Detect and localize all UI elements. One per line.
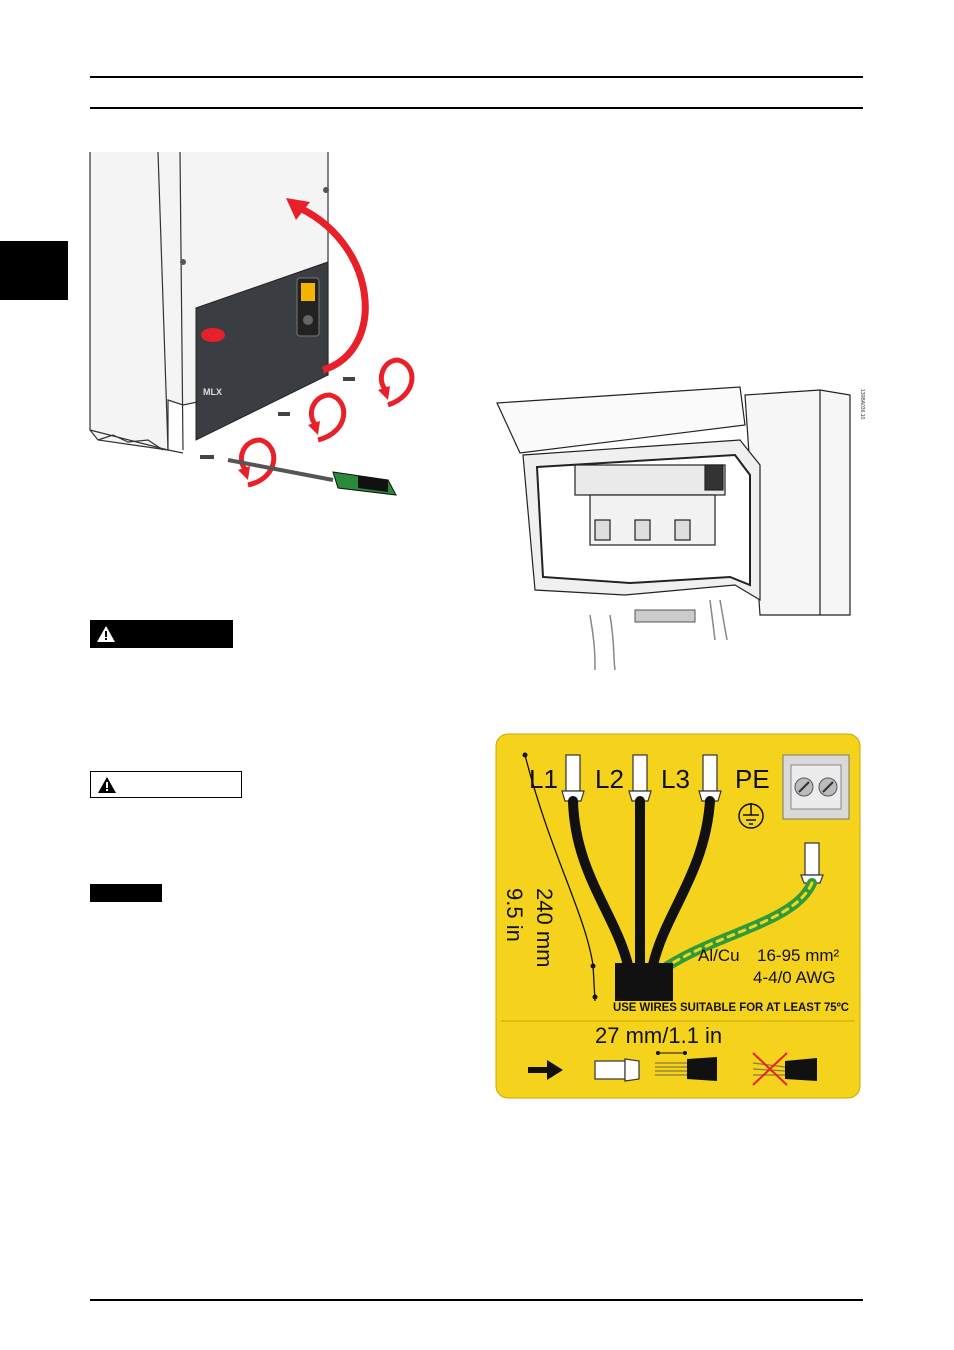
notice-label	[90, 884, 162, 902]
screwdriver-icon	[227, 458, 397, 496]
warning-triangle-icon	[97, 626, 115, 642]
brand-logo	[201, 328, 225, 342]
front-badge: MLX	[203, 387, 222, 397]
terminal-compartment-figure: 130BA036.10	[496, 386, 865, 670]
ferrule-side-icon	[594, 1058, 640, 1082]
terminal-L3: L3	[661, 764, 690, 794]
stripped-wire-icon	[655, 1051, 717, 1081]
header-top-rule	[90, 76, 863, 78]
cross-section: 16-95 mm²	[757, 946, 840, 965]
material: Al/Cu	[698, 946, 740, 965]
header-bottom-rule	[90, 107, 863, 109]
danger-label	[90, 620, 233, 648]
warning-label	[90, 771, 242, 798]
no-bare-wire-icon	[752, 1052, 817, 1086]
length-indicator	[524, 754, 596, 1002]
strip-length: 27 mm/1.1 in	[595, 1023, 722, 1048]
label-background	[495, 733, 861, 1099]
inverter-cover-removal-figure: MLX	[89, 151, 415, 496]
terminal-PE: PE	[735, 764, 770, 794]
lift-arrow-icon	[291, 201, 369, 374]
ground-icon	[738, 803, 764, 829]
temperature-note: USE WIRES SUITABLE FOR AT LEAST 75ºC	[613, 1000, 849, 1014]
terminal-screw-icon	[782, 754, 850, 820]
length-mm: 240 mm	[532, 888, 557, 967]
length-in: 9.5 in	[502, 888, 527, 942]
warning-triangle-icon	[98, 776, 116, 793]
wiring-label-figure: 240 mm 9.5 in L1 L2 L3 PE	[495, 733, 861, 1099]
arrow-right-icon	[528, 1060, 563, 1080]
figure-code: 130BA036.10	[859, 389, 865, 420]
front-cover-panel	[195, 261, 329, 441]
footer-rule	[90, 1299, 863, 1301]
cables	[568, 796, 817, 976]
unscrew-arrow-icons	[239, 357, 415, 488]
terminal-L2: L2	[595, 764, 624, 794]
terminal-L1: L1	[529, 764, 558, 794]
awg: 4-4/0 AWG	[753, 968, 836, 987]
cable-bundle	[615, 963, 673, 1001]
chapter-tab	[0, 241, 68, 300]
screw-icons	[200, 377, 355, 459]
